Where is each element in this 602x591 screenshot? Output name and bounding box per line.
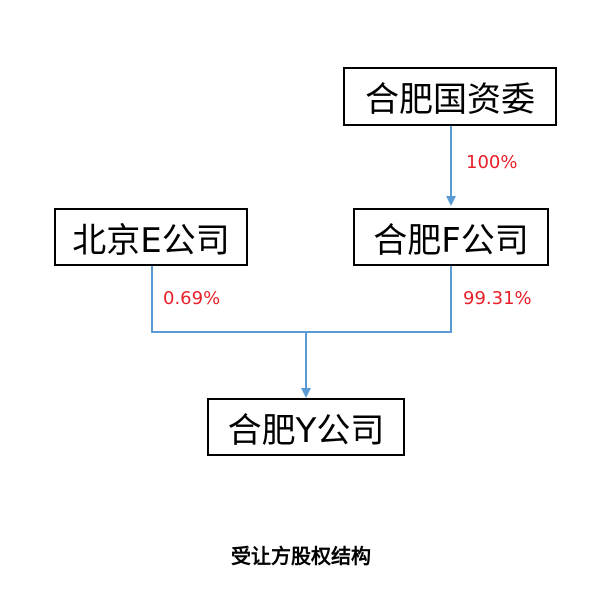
node-beijing-e: 北京E公司	[54, 208, 248, 266]
node-hefei-sasac-label: 合肥国资委	[365, 80, 535, 120]
node-hefei-y-label: 合肥Y公司	[227, 410, 385, 451]
percent-e-to-y: 0.69%	[163, 288, 221, 309]
node-beijing-e-label: 北京E公司	[72, 220, 230, 261]
diagram-caption: 受让方股权结构	[231, 544, 371, 568]
percent-f-to-y: 99.31%	[463, 288, 532, 309]
node-hefei-sasac: 合肥国资委	[343, 67, 557, 126]
percent-sasac-to-f: 100%	[466, 152, 518, 173]
node-hefei-f: 合肥F公司	[353, 208, 549, 266]
node-hefei-y: 合肥Y公司	[207, 398, 405, 456]
node-hefei-f-label: 合肥F公司	[373, 220, 529, 261]
